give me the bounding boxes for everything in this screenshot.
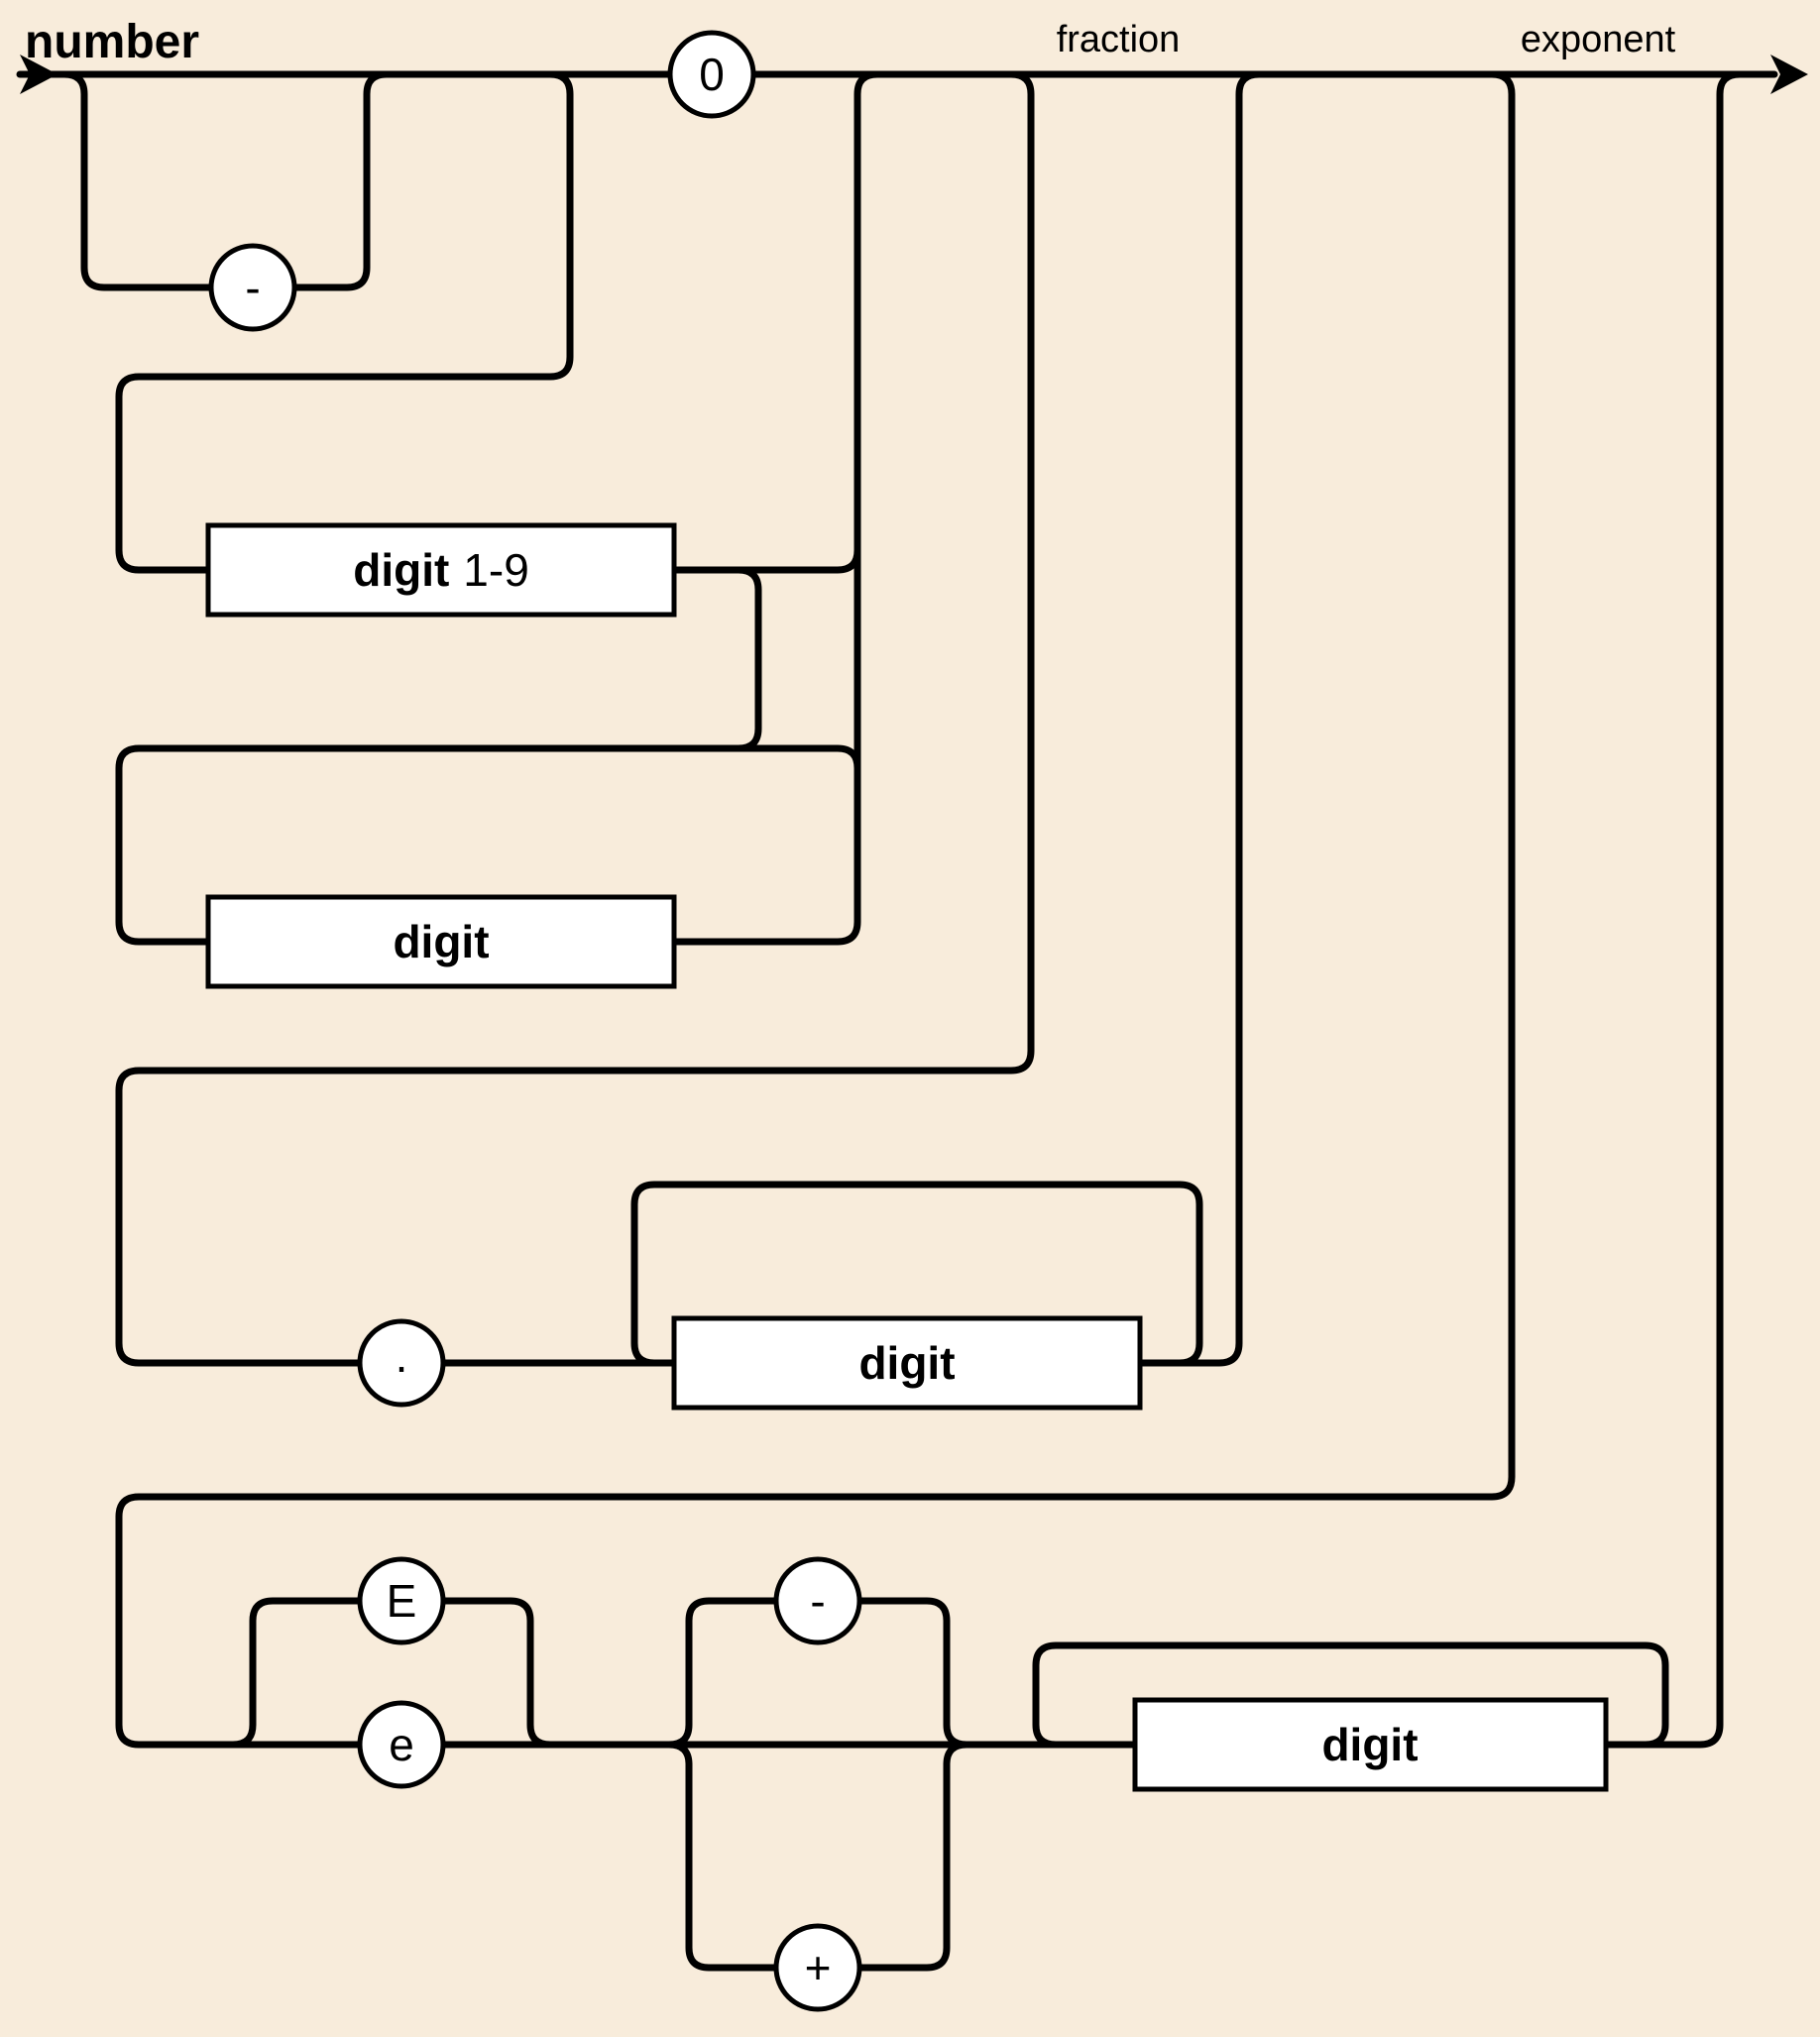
railroad-tracks (16, 70, 1778, 1972)
track-digit-loop-entry (735, 566, 762, 752)
track-digit19-branch (115, 70, 574, 574)
uppercase-e-circle (357, 1556, 446, 1645)
terminal-exponent-minus: - (773, 1556, 862, 1645)
end-arrowhead-icon (1770, 55, 1808, 94)
track-fraction-merge (1136, 70, 1263, 1367)
digit-1-9-name: digit (353, 544, 449, 596)
exponent-digit-box (1132, 1697, 1609, 1792)
zero-label: 0 (699, 49, 725, 100)
terminal-uppercase-e: E (357, 1556, 446, 1645)
digit-1-9-box (205, 522, 677, 618)
nonterminal-digit-1-9: digit 1-9 (205, 522, 677, 618)
diagram-title: number (25, 16, 199, 68)
terminal-minus: - (208, 243, 297, 332)
start-arrowhead-icon (20, 55, 57, 94)
exponent-plus-label: + (805, 1942, 832, 1993)
terminal-lowercase-e: e (357, 1700, 446, 1789)
decimal-point-circle (357, 1318, 446, 1408)
track-digit19-merge (670, 546, 861, 574)
exponent-plus-circle (773, 1923, 862, 2012)
minus-circle (208, 243, 297, 332)
minus-label: - (245, 262, 260, 313)
exponent-minus-label: - (810, 1575, 825, 1627)
lowercase-e-label: e (389, 1719, 414, 1770)
track-digit-loop-return (115, 744, 861, 946)
decimal-point-label: . (396, 1330, 408, 1382)
nonterminal-exponent-digit: digit (1132, 1697, 1609, 1792)
exponent-section-label: exponent (1521, 19, 1676, 60)
track-exponent-branch (115, 70, 1516, 1749)
integer-digit-label: digit (393, 916, 489, 967)
fraction-digit-label: digit (858, 1337, 955, 1389)
exponent-minus-circle (773, 1556, 862, 1645)
track-integer-merge (670, 70, 881, 946)
fraction-section-label: fraction (1057, 19, 1181, 60)
digit-1-9-range: 1-9 (463, 544, 528, 596)
exponent-digit-label: digit (1321, 1719, 1418, 1770)
track-fraction-digit-loop (630, 1181, 1203, 1367)
lowercase-e-circle (357, 1700, 446, 1789)
track-exponent-merge (1602, 70, 1744, 1749)
zero-circle (667, 30, 756, 119)
track-exponent-digit-loop (1032, 1641, 1669, 1749)
track-fraction-branch (115, 70, 1035, 1367)
fraction-digit-box (671, 1315, 1143, 1411)
nonterminal-fraction-digit: digit (671, 1315, 1143, 1411)
integer-digit-box (205, 894, 677, 989)
nonterminal-integer-digit: digit (205, 894, 677, 989)
uppercase-e-label: E (387, 1575, 417, 1627)
terminal-decimal-point: . (357, 1318, 446, 1408)
terminal-exponent-plus: + (773, 1923, 862, 2012)
terminal-zero: 0 (667, 30, 756, 119)
digit-1-9-label: digit 1-9 (353, 544, 529, 596)
